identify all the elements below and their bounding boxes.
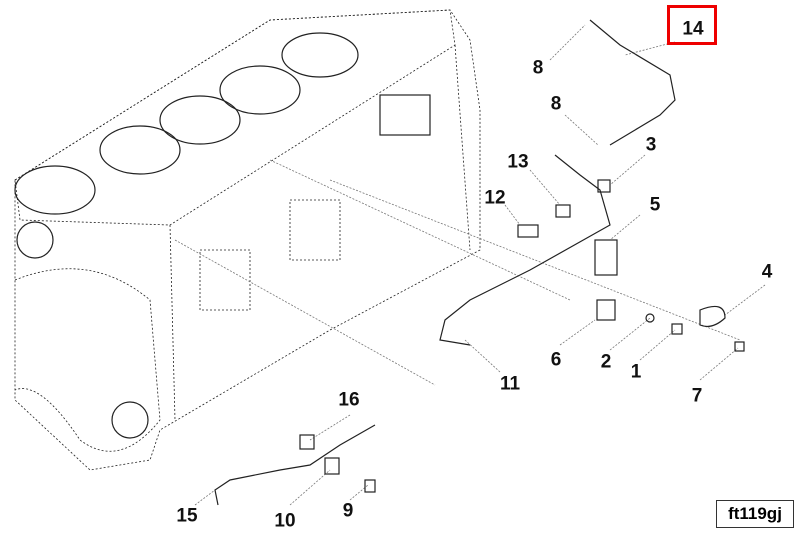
callout-7[interactable]: 7 (691, 385, 703, 407)
tube-part-14 (589, 19, 676, 146)
callout-5[interactable]: 5 (649, 194, 661, 216)
part-16 (299, 434, 315, 450)
callout-3[interactable]: 3 (645, 134, 657, 156)
bolt-part-9 (364, 479, 376, 493)
callout-8[interactable]: 8 (550, 93, 562, 115)
callout-6[interactable]: 6 (550, 349, 562, 371)
callout-10[interactable]: 10 (274, 510, 296, 532)
bracket-part-10 (324, 457, 340, 475)
callout-15[interactable]: 15 (176, 505, 198, 527)
part-2 (645, 313, 655, 323)
part-3 (597, 179, 611, 193)
part-1 (671, 323, 683, 335)
callout-13[interactable]: 13 (507, 151, 529, 173)
callout-12[interactable]: 12 (484, 187, 506, 209)
fitting-part-6 (596, 299, 616, 321)
callout-4[interactable]: 4 (761, 261, 773, 283)
clamp-part-4 (699, 305, 726, 328)
sensor-part-12 (517, 224, 539, 238)
tube-part-11 (439, 154, 611, 346)
callout-1[interactable]: 1 (630, 361, 642, 383)
parts (214, 19, 745, 506)
leader-lines (174, 24, 766, 506)
callout-9[interactable]: 9 (342, 500, 354, 522)
tube-part-15 (214, 424, 376, 506)
filter-part-5 (594, 239, 618, 276)
engine-block (14, 9, 481, 471)
part-7 (734, 341, 745, 352)
callout-2[interactable]: 2 (600, 351, 612, 373)
highlight-box (667, 5, 717, 45)
callout-14[interactable]: 14 (682, 18, 704, 40)
callout-8[interactable]: 8 (532, 57, 544, 79)
callout-11[interactable]: 11 (499, 373, 521, 395)
part-13 (555, 204, 571, 218)
callout-16[interactable]: 16 (338, 389, 360, 411)
reference-code: ft119gj (716, 500, 794, 528)
